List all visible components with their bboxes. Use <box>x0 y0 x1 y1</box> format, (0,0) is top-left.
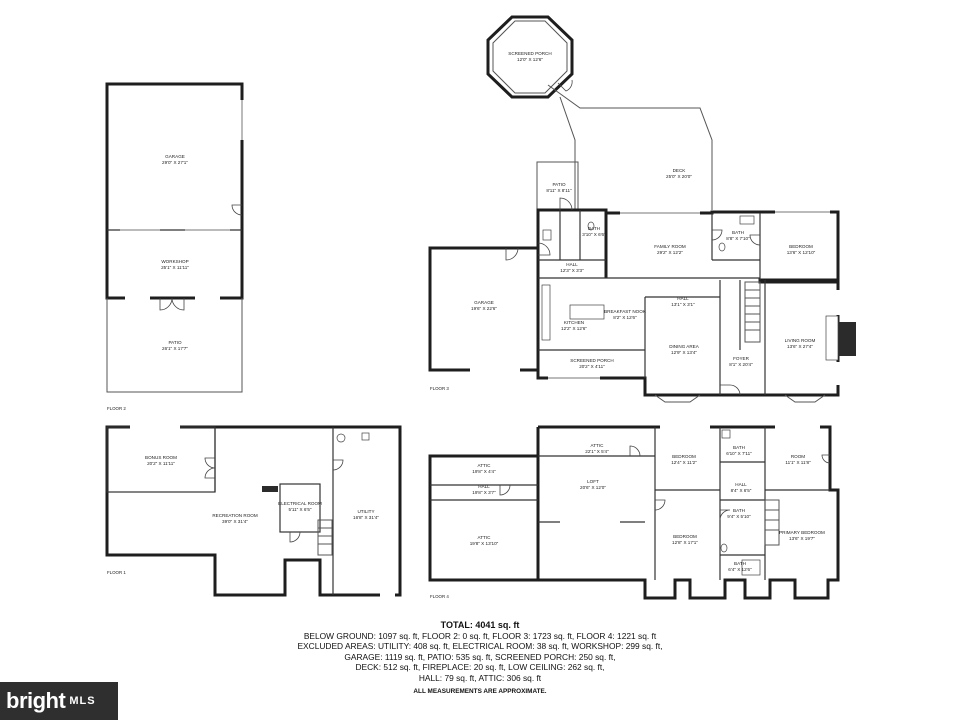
attic-c-name: ATTIC <box>478 535 492 540</box>
screened-porch-top-dims: 12'0" X 12'6" <box>517 57 543 62</box>
hall-f3a-name: HALL <box>566 262 578 267</box>
foyer-name: FOYER <box>733 356 750 361</box>
floor-4-plan <box>428 425 840 600</box>
bath-f3b-dims: 8'8" X 7'10" <box>726 236 750 241</box>
bedroom-f4a-name: BEDROOM <box>672 454 696 459</box>
brand-suffix: MLS <box>69 695 96 707</box>
bonus-room-name: BONUS ROOM <box>145 455 177 460</box>
bath-f3b-name: BATH <box>732 230 744 235</box>
garage-f3-name: GARAGE <box>474 300 494 305</box>
family-room-dims: 29'2" X 12'2" <box>657 250 683 255</box>
screened-porch-f3-name: SCREENED PORCH <box>570 358 613 363</box>
floor-1-label: FLOOR 1 <box>107 570 126 575</box>
hall-f4b-name: HALL <box>735 482 747 487</box>
loft-dims: 20'6" X 12'0" <box>580 485 606 490</box>
dining-area-name: DINING AREA <box>669 344 700 349</box>
utility-name: UTILITY <box>357 509 374 514</box>
primary-bedroom-dims: 13'6" X 19'7" <box>789 536 815 541</box>
garage-f2-name: GARAGE <box>165 154 185 159</box>
bath-f4a-dims: 6'10" X 7'11" <box>726 451 752 456</box>
hall-f4b-dims: 8'4" X 6'5" <box>731 488 752 493</box>
summary-line-2: EXCLUDED AREAS: UTILITY: 408 sq. ft, ELE… <box>297 641 663 652</box>
loft-name: LOFT <box>587 479 599 484</box>
total-area: TOTAL: 4041 sq. ft <box>440 620 520 630</box>
floor-3-label: FLOOR 3 <box>430 386 449 391</box>
room-labels: GARAGE 29'0" X 27'1" WORKSHOP 25'1" X 11… <box>145 51 825 572</box>
dining-area-dims: 12'9" X 13'4" <box>671 350 697 355</box>
kitchen-name: KITCHEN <box>564 320 584 325</box>
garage-f2-dims: 29'0" X 27'1" <box>162 160 188 165</box>
hall-f3b-name: HALL <box>677 296 689 301</box>
bedroom-f4b-dims: 12'8" X 17'1" <box>672 540 698 545</box>
floor-1-plan <box>105 425 402 597</box>
utility-dims: 16'8" X 31'4" <box>353 515 379 520</box>
floor-2-label: FLOOR 2 <box>107 406 126 411</box>
family-room-name: FAMILY ROOM <box>654 244 686 249</box>
area-summary: TOTAL: 4041 sq. ft BELOW GROUND: 1097 sq… <box>230 620 730 697</box>
hall-f3b-dims: 13'1" X 3'1" <box>671 302 695 307</box>
room-name: ROOM <box>791 454 805 459</box>
hall-f4a-name: HALL <box>478 484 490 489</box>
breakfast-nook-name: BREAKFAST NOOK <box>604 309 647 314</box>
electrical-room-name: ELECTRICAL ROOM <box>278 501 322 506</box>
garage-f3-dims: 19'6" X 22'6" <box>471 306 497 311</box>
kitchen-dims: 12'2" X 12'6" <box>561 326 587 331</box>
summary-line-4: DECK: 512 sq. ft, FIREPLACE: 20 sq. ft, … <box>355 662 605 673</box>
bath-f4c-dims: 6'4" X 12'6" <box>728 567 752 572</box>
bedroom-f3-name: BEDROOM <box>789 244 813 249</box>
bright-mls-logo: bright MLS <box>0 682 118 720</box>
screened-porch-top-name: SCREENED PORCH <box>508 51 551 56</box>
hall-f3a-dims: 12'3" X 3'3" <box>560 268 584 273</box>
attic-a-dims: 22'1" X 5'4" <box>585 449 609 454</box>
measurement-note: ALL MEASUREMENTS ARE APPROXIMATE. <box>413 687 547 695</box>
hall-f4a-dims: 19'8" X 3'7" <box>472 490 496 495</box>
attic-a-name: ATTIC <box>591 443 605 448</box>
bath-f3a-name: BATH <box>588 226 600 231</box>
bath-f4c-name: BATH <box>734 561 746 566</box>
foyer-dims: 8'1" X 20'4" <box>729 362 753 367</box>
recreation-room-dims: 39'0" X 31'4" <box>222 519 248 524</box>
living-room-name: LIVING ROOM <box>785 338 816 343</box>
floor-labels: FLOOR 2 FLOOR 3 FLOOR 1 FLOOR 4 <box>107 386 449 599</box>
workshop-dims: 25'1" X 11'11" <box>161 265 189 270</box>
brand-name: bright <box>6 688 66 713</box>
bath-f4a-name: BATH <box>733 445 745 450</box>
floor-4-label: FLOOR 4 <box>430 594 449 599</box>
floor-3-plan <box>428 15 856 403</box>
patio-f3-dims: 8'11" X 8'11" <box>546 188 572 193</box>
summary-line-5: HALL: 79 sq. ft, ATTIC: 306 sq. ft <box>418 672 542 683</box>
summary-line-1: BELOW GROUND: 1097 sq. ft, FLOOR 2: 0 sq… <box>303 630 657 641</box>
room-dims: 11'1" X 11'8" <box>785 460 811 465</box>
breakfast-nook-dims: 8'2" X 12'6" <box>613 315 637 320</box>
bedroom-f3-dims: 13'6" X 12'10" <box>787 250 816 255</box>
primary-bedroom-name: PRIMARY BEDROOM <box>779 530 825 535</box>
deck-dims: 25'0" X 20'0" <box>666 174 692 179</box>
bath-f4b-dims: 9'4" X 5'10" <box>727 514 751 519</box>
attic-b-name: ATTIC <box>478 463 492 468</box>
patio-f2-name: PATIO <box>168 340 182 345</box>
patio-f3-name: PATIO <box>552 182 566 187</box>
living-room-dims: 13'6" X 27'4" <box>787 344 813 349</box>
floor-2-plan <box>105 82 244 393</box>
screened-porch-f3-dims: 20'2" X 4'11" <box>579 364 605 369</box>
bedroom-f4b-name: BEDROOM <box>673 534 697 539</box>
deck-name: DECK <box>673 168 687 173</box>
attic-c-dims: 19'8" X 13'10" <box>470 541 499 546</box>
bedroom-f4a-dims: 12'4" X 11'2" <box>671 460 697 465</box>
workshop-name: WORKSHOP <box>161 259 188 264</box>
bath-f3a-dims: 3'10" X 6'6" <box>582 232 606 237</box>
summary-line-3: GARAGE: 1119 sq. ft, PATIO: 535 sq. ft, … <box>344 651 616 662</box>
patio-f2-dims: 26'1" X 17'7" <box>162 346 188 351</box>
attic-b-dims: 19'8" X 4'4" <box>472 469 496 474</box>
bonus-room-dims: 20'2" X 11'11" <box>147 461 175 466</box>
bath-f4b-name: BATH <box>733 508 745 513</box>
electrical-room-dims: 5'11" X 6'5" <box>288 507 311 512</box>
recreation-room-name: RECREATION ROOM <box>212 513 258 518</box>
